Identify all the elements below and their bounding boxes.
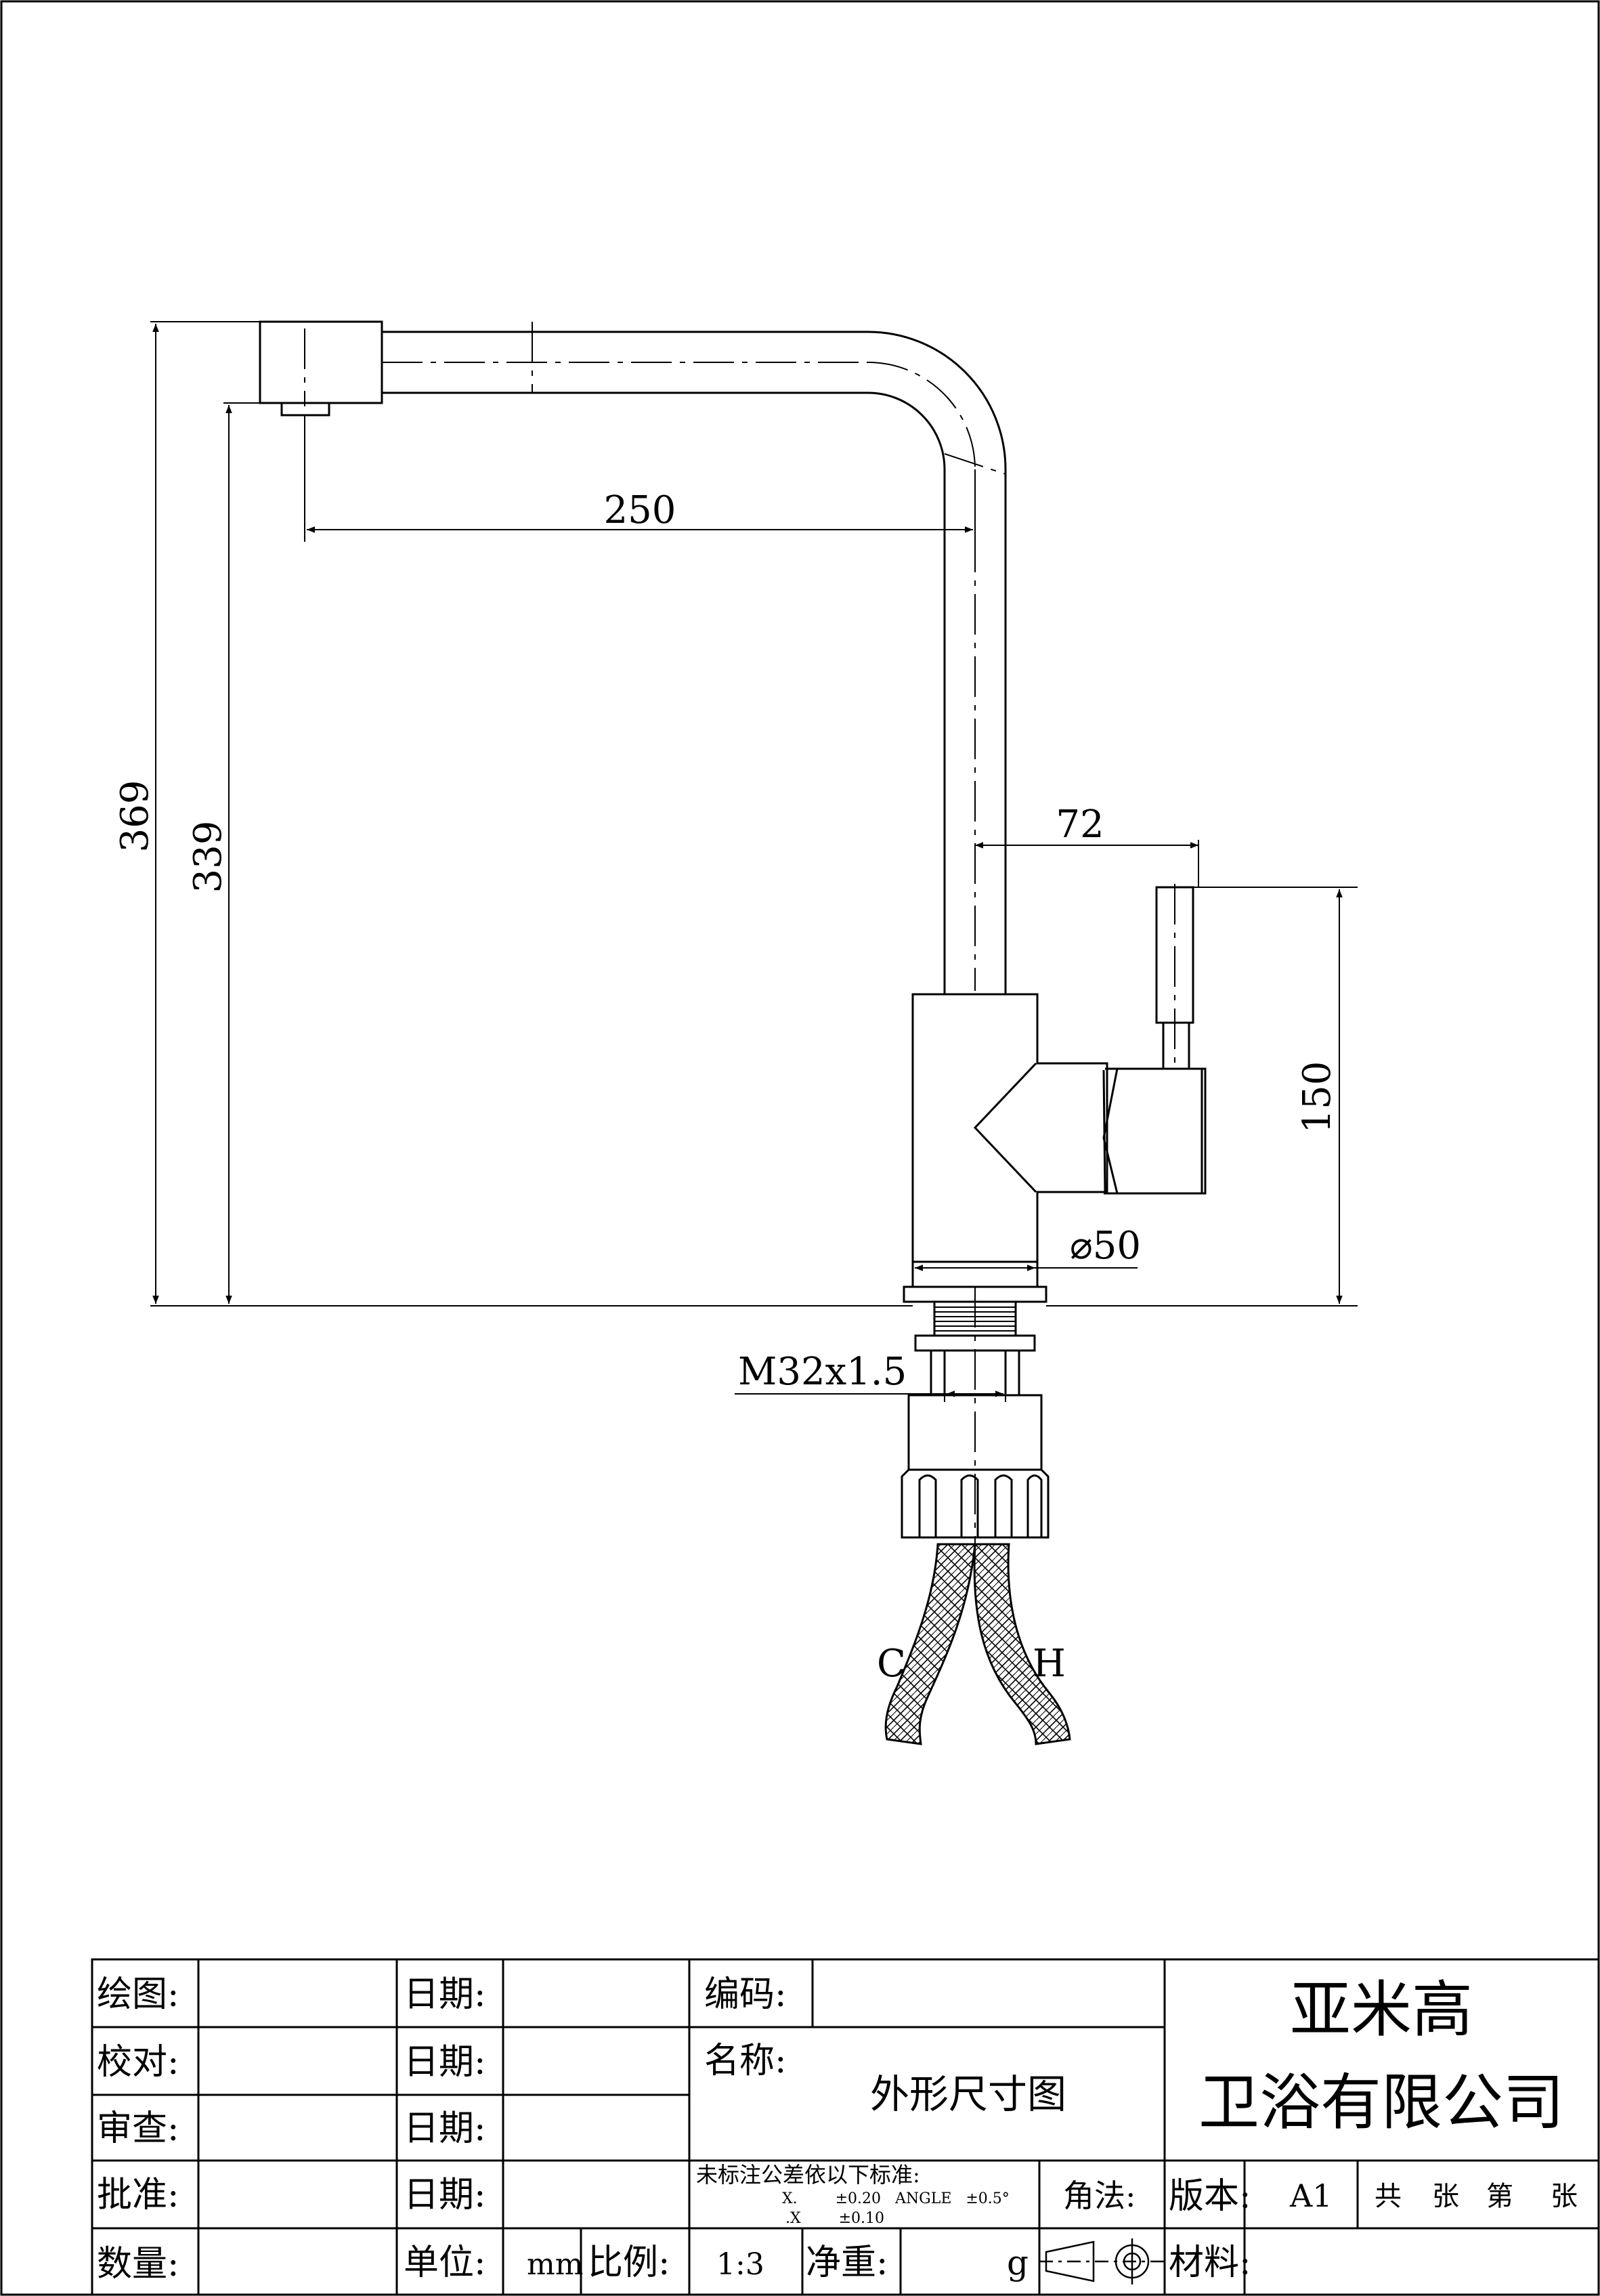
date-label-1: 日期: (404, 1974, 486, 2015)
mounting-nut (901, 1394, 1050, 1539)
scale-label: 比例: (588, 2242, 670, 2283)
tolerance-line-1: X. ±0.20 ANGLE ±0.5° (782, 2190, 1010, 2207)
scale-value: 1:3 (716, 2247, 764, 2282)
projection-symbol-icon (1039, 2238, 1165, 2284)
weight-label: 净重: (806, 2242, 888, 2283)
dim-handle-offset: 72 (1056, 803, 1104, 847)
date-label-4: 日期: (404, 2175, 486, 2215)
drawn-label: 绘图: (97, 1974, 179, 2015)
name-value: 外形尺寸图 (870, 2071, 1066, 2117)
faucet-outline (259, 320, 1207, 1539)
checked-label: 校对: (97, 2042, 179, 2083)
approved-label: 批准: (97, 2175, 179, 2215)
name-label: 名称: (704, 2041, 787, 2081)
hot-hose (973, 1543, 1071, 1745)
aerator-head (259, 320, 383, 404)
projection-label: 角法: (1063, 2177, 1136, 2214)
dim-body-diameter: ⌀50 (1070, 1224, 1141, 1268)
version-value: A1 (1289, 2177, 1333, 2214)
unit-value: mm (527, 2247, 583, 2282)
centre-lines (304, 322, 1175, 1578)
weight-unit: g (1007, 2243, 1029, 2282)
dim-total-height: 369 (113, 780, 157, 853)
hose-label-hot: H (1033, 1642, 1066, 1686)
company-line-2: 卫浴有限公司 (1198, 2067, 1564, 2138)
dimension-lines (150, 321, 1358, 1402)
sheets-total: 共 (1375, 2181, 1402, 2212)
date-label-2: 日期: (404, 2042, 486, 2083)
code-label: 编码: (704, 1974, 787, 2015)
title-block-texts: 绘图: 校对: 审查: 批准: 数量: 日期: 日期: 日期: 日期: 单位: … (97, 1974, 1578, 2284)
unit-label: 单位: (404, 2242, 486, 2283)
sheets-number: 第 (1486, 2181, 1513, 2212)
title-block (91, 1958, 1600, 2296)
reviewed-label: 审查: (97, 2108, 179, 2149)
dimension-texts: 250 369 339 72 150 ⌀50 M32x1.5 C H (113, 488, 1339, 1686)
sheets-unit-2: 张 (1551, 2181, 1578, 2212)
dim-handle-height: 150 (1295, 1061, 1339, 1134)
material-label: 材料: (1169, 2242, 1251, 2283)
company-line-1: 亚米高 (1290, 1974, 1473, 2045)
dim-thread: M32x1.5 (738, 1350, 907, 1394)
dim-spout-reach: 250 (604, 488, 676, 532)
date-label-3: 日期: (404, 2108, 486, 2149)
hoses (884, 1543, 1071, 1745)
tolerance-line-2: .X ±0.10 (785, 2210, 884, 2227)
tolerance-title: 未标注公差依以下标准: (696, 2162, 920, 2188)
quantity-label: 数量: (97, 2244, 179, 2284)
cold-hose (884, 1543, 976, 1745)
hose-label-cold: C (877, 1642, 906, 1686)
version-label: 版本: (1169, 2176, 1251, 2217)
sheets-unit-1: 张 (1432, 2181, 1459, 2212)
dim-outlet-height: 339 (186, 821, 230, 893)
